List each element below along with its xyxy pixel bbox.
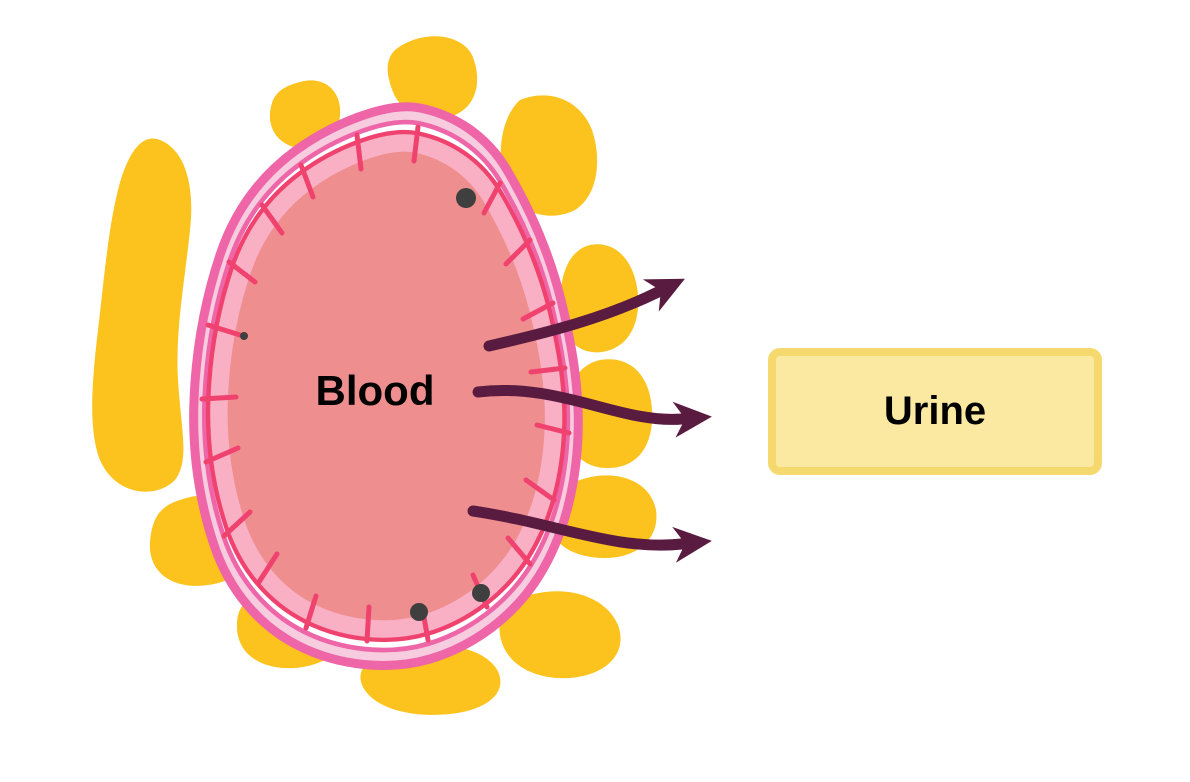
nucleus-dot	[410, 603, 428, 621]
filtration-arrows	[467, 278, 712, 563]
yellow-cell-blob-left	[92, 138, 192, 492]
filtration-arrow-bottom	[467, 505, 712, 563]
cell-divider	[205, 322, 243, 338]
cell-divider	[354, 132, 364, 172]
urine-label: Urine	[883, 389, 987, 433]
yellow-cell-blob-top	[387, 36, 478, 118]
nucleus-dot	[240, 332, 248, 340]
cell-divider	[221, 509, 253, 539]
cell-divider	[505, 535, 533, 567]
cell-divider	[411, 124, 421, 164]
cell-divider	[259, 202, 285, 236]
cell-divider	[481, 180, 503, 216]
cell-divider	[199, 394, 239, 402]
yellow-cell-blob-bottom-right	[499, 591, 621, 679]
cell-divider	[364, 604, 372, 644]
cell-divider	[534, 422, 572, 436]
cell-divider	[256, 551, 280, 585]
filtration-arrow-middle	[472, 385, 712, 438]
nucleus-dot	[472, 584, 490, 602]
urine-box: Urine	[768, 348, 1102, 475]
cell-nuclei	[240, 188, 490, 621]
cell-divider	[520, 300, 556, 322]
yellow-cell-blob-top-right	[500, 95, 598, 216]
cell-dividers	[199, 124, 572, 644]
cell-divider	[528, 365, 568, 375]
cell-divider	[303, 593, 319, 631]
blood-label: Blood	[315, 367, 435, 414]
cell-divider	[226, 259, 258, 285]
cell-divider	[298, 162, 316, 200]
cell-divider	[503, 237, 533, 267]
nucleus-dot	[456, 188, 476, 208]
cell-divider	[203, 445, 241, 465]
cell-divider	[523, 477, 557, 503]
filtration-arrow-top	[483, 278, 685, 352]
